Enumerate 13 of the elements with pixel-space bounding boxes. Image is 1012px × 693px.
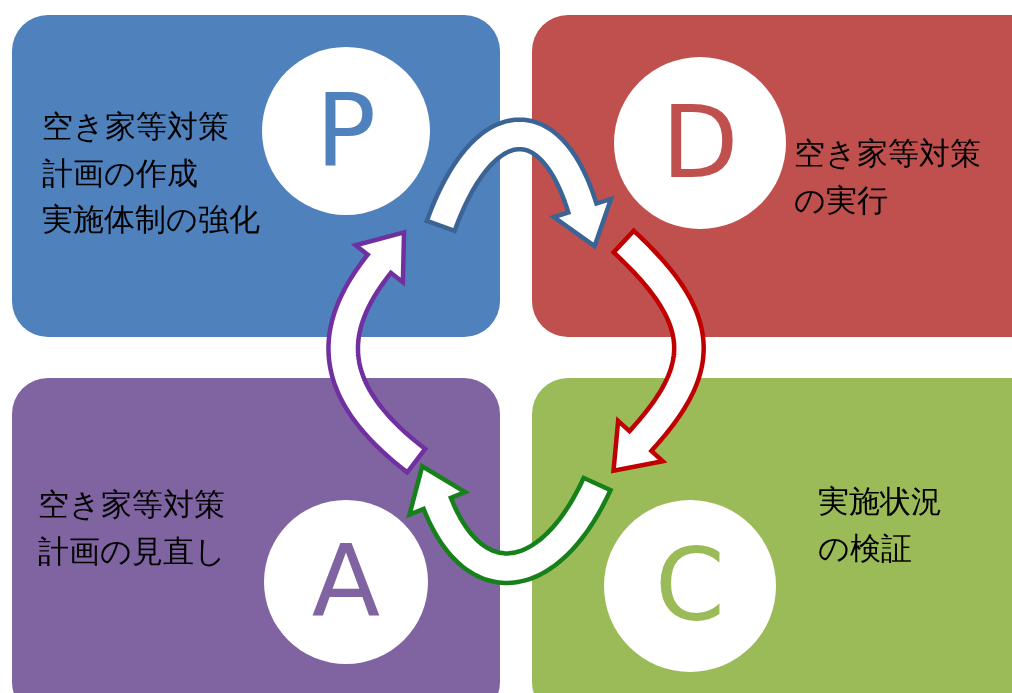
quadrant-panel [12,378,500,693]
panel-text: 空き家等対策の実行 [794,134,982,220]
quadrant-panel [532,378,1012,693]
panel-text: 空き家等対策計画の見直し [38,485,227,571]
panel-text: 実施体制の強化 [42,200,261,239]
letter-circle: A [264,500,428,664]
letter-circle: P [262,47,430,215]
quadrant-panel [532,15,1012,337]
panel-text: 実施状況の検証 [818,482,943,568]
letter-circle: D [614,57,786,229]
panel-text: 空き家等対策計画の作成 [42,107,230,193]
letter-circle: C [604,500,776,672]
quadrant-panel [12,15,500,337]
